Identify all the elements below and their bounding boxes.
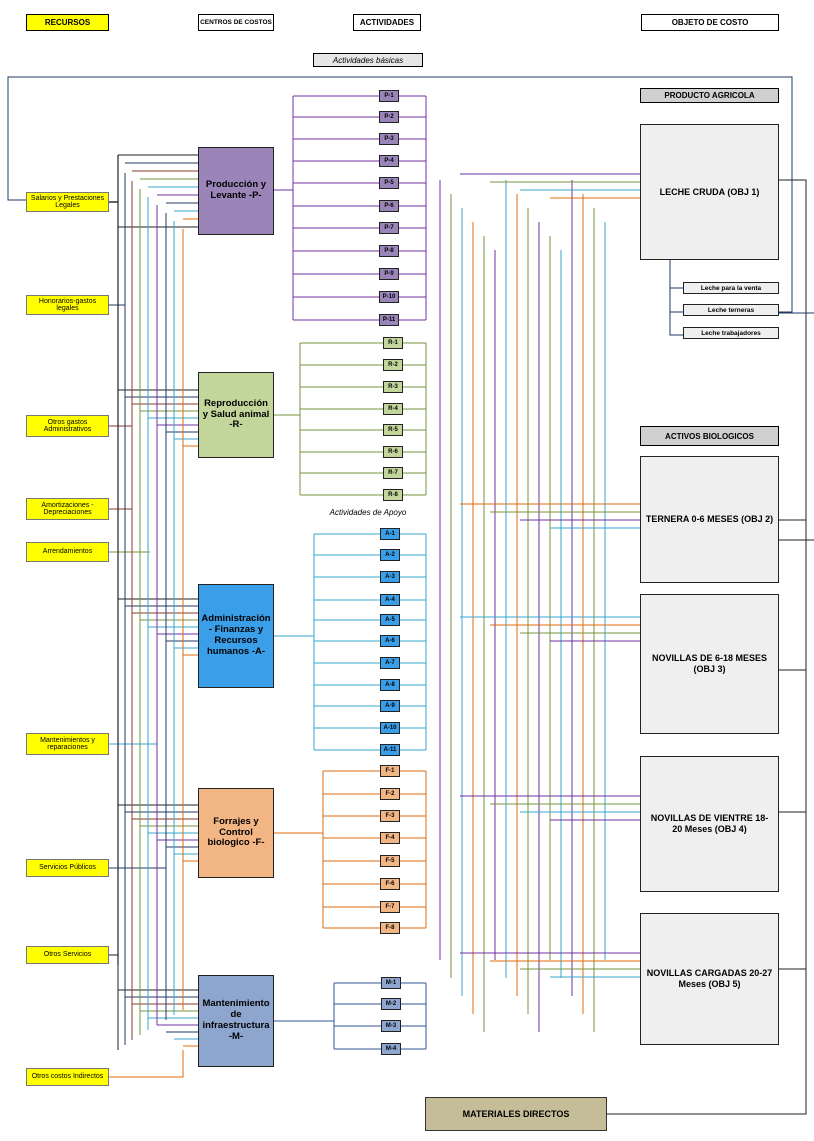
activity-f-6: F-6 bbox=[380, 878, 400, 890]
resource-arrendamientos: Arrendamientos bbox=[26, 542, 109, 562]
activity-m-1: M-1 bbox=[381, 977, 401, 989]
activity-f-2: F-2 bbox=[380, 788, 400, 800]
resource-otros-servicios: Otros Servicios bbox=[26, 946, 109, 964]
section-actividades-apoyo: Actividades de Apoyo bbox=[313, 506, 423, 519]
header-recursos: RECURSOS bbox=[26, 14, 109, 31]
activity-a-10: A-10 bbox=[380, 722, 400, 734]
header-objeto-de-costo: OBJETO DE COSTO bbox=[641, 14, 779, 31]
header-actividades: ACTIVIDADES bbox=[353, 14, 421, 31]
connector-line bbox=[109, 1050, 184, 1078]
activity-r-2: R-2 bbox=[383, 359, 403, 371]
activity-p-9: P-9 bbox=[379, 268, 399, 280]
resource-otros-costos-indirectos: Otros costos Indirectos bbox=[26, 1068, 109, 1086]
activity-a-4: A-4 bbox=[380, 594, 400, 606]
activity-p-2: P-2 bbox=[379, 111, 399, 123]
activity-r-7: R-7 bbox=[383, 467, 403, 479]
cost-object-novillas-vientre: NOVILLAS DE VIENTRE 18- 20 Meses (OBJ 4) bbox=[640, 756, 779, 892]
activity-p-3: P-3 bbox=[379, 133, 399, 145]
activity-p-10: P-10 bbox=[379, 291, 399, 303]
cost-center-reproduccion: Reproducción y Salud animal -R- bbox=[198, 372, 274, 458]
resource-mantenimientos: Mantenimientos y reparaciones bbox=[26, 733, 109, 755]
activity-r-5: R-5 bbox=[383, 424, 403, 436]
activity-f-4: F-4 bbox=[380, 832, 400, 844]
activity-a-8: A-8 bbox=[380, 679, 400, 691]
group-producto-agricola: PRODUCTO AGRICOLA bbox=[640, 88, 779, 103]
activity-f-1: F-1 bbox=[380, 765, 400, 777]
header-centros-de-costos: CENTROS DE COSTOS bbox=[198, 14, 274, 31]
activity-p-8: P-8 bbox=[379, 245, 399, 257]
activity-a-2: A-2 bbox=[380, 549, 400, 561]
resource-servicios-publicos: Servicios Públicos bbox=[26, 859, 109, 877]
activity-p-7: P-7 bbox=[379, 222, 399, 234]
activity-m-4: M-4 bbox=[381, 1043, 401, 1055]
activity-r-3: R-3 bbox=[383, 381, 403, 393]
materiales-directos: MATERIALES DIRECTOS bbox=[425, 1097, 607, 1131]
connector-line bbox=[669, 260, 683, 336]
connector-line bbox=[109, 425, 133, 665]
resource-otros-gastos-administrativos: Otros gastos Administrativos bbox=[26, 415, 109, 437]
section-actividades-basicas: Actividades básicas bbox=[313, 53, 423, 67]
connector-line bbox=[109, 615, 158, 745]
activity-a-1: A-1 bbox=[380, 528, 400, 540]
activity-a-5: A-5 bbox=[380, 614, 400, 626]
activity-f-5: F-5 bbox=[380, 855, 400, 867]
activity-f-8: F-8 bbox=[380, 922, 400, 934]
activity-r-8: R-8 bbox=[383, 489, 403, 501]
cost-center-produccion: Producción y Levante -P- bbox=[198, 147, 274, 235]
leche-para-la-venta: Leche para la venta bbox=[683, 282, 779, 294]
activity-p-5: P-5 bbox=[379, 177, 399, 189]
cost-center-forrajes: Forrajes y Control biologico -F- bbox=[198, 788, 274, 878]
activity-p-6: P-6 bbox=[379, 200, 399, 212]
activity-p-1: P-1 bbox=[379, 90, 399, 102]
cost-object-ternera: TERNERA 0-6 MESES (OBJ 2) bbox=[640, 456, 779, 583]
group-activos-biologicos: ACTIVOS BIOLOGICOS bbox=[640, 426, 779, 446]
leche-terneras: Leche terneras bbox=[683, 304, 779, 316]
cost-object-novillas-cargadas: NOVILLAS CARGADAS 20-27 Meses (OBJ 5) bbox=[640, 913, 779, 1045]
activity-r-6: R-6 bbox=[383, 446, 403, 458]
cost-center-administracion: Administración - Finanzas y Recursos hum… bbox=[198, 584, 274, 688]
cost-object-leche-cruda: LECHE CRUDA (OBJ 1) bbox=[640, 124, 779, 260]
cost-object-novillas-6-18: NOVILLAS DE 6-18 MESES (OBJ 3) bbox=[640, 594, 779, 734]
activity-a-11: A-11 bbox=[380, 744, 400, 756]
activity-a-9: A-9 bbox=[380, 700, 400, 712]
connector-line bbox=[109, 304, 126, 610]
activity-a-6: A-6 bbox=[380, 635, 400, 647]
cost-center-mantenimiento: Mantenimiento de infraestructura -M- bbox=[198, 975, 274, 1067]
connector-line bbox=[607, 179, 807, 1115]
activity-p-11: P-11 bbox=[379, 314, 399, 326]
activity-f-7: F-7 bbox=[380, 901, 400, 913]
leche-trabajadores: Leche trabajadores bbox=[683, 327, 779, 339]
activity-p-4: P-4 bbox=[379, 155, 399, 167]
activity-f-3: F-3 bbox=[380, 810, 400, 822]
resource-salarios: Salarios y Prestaciones Legales bbox=[26, 192, 109, 212]
activity-a-3: A-3 bbox=[380, 571, 400, 583]
activity-m-3: M-3 bbox=[381, 1020, 401, 1032]
resource-amortizaciones: Amortizaciones - Depreciaciones bbox=[26, 498, 109, 520]
activity-r-4: R-4 bbox=[383, 403, 403, 415]
activity-r-1: R-1 bbox=[383, 337, 403, 349]
activity-a-7: A-7 bbox=[380, 657, 400, 669]
resource-honorarios: Honorarios-gastos legales bbox=[26, 295, 109, 315]
activity-m-2: M-2 bbox=[381, 998, 401, 1010]
